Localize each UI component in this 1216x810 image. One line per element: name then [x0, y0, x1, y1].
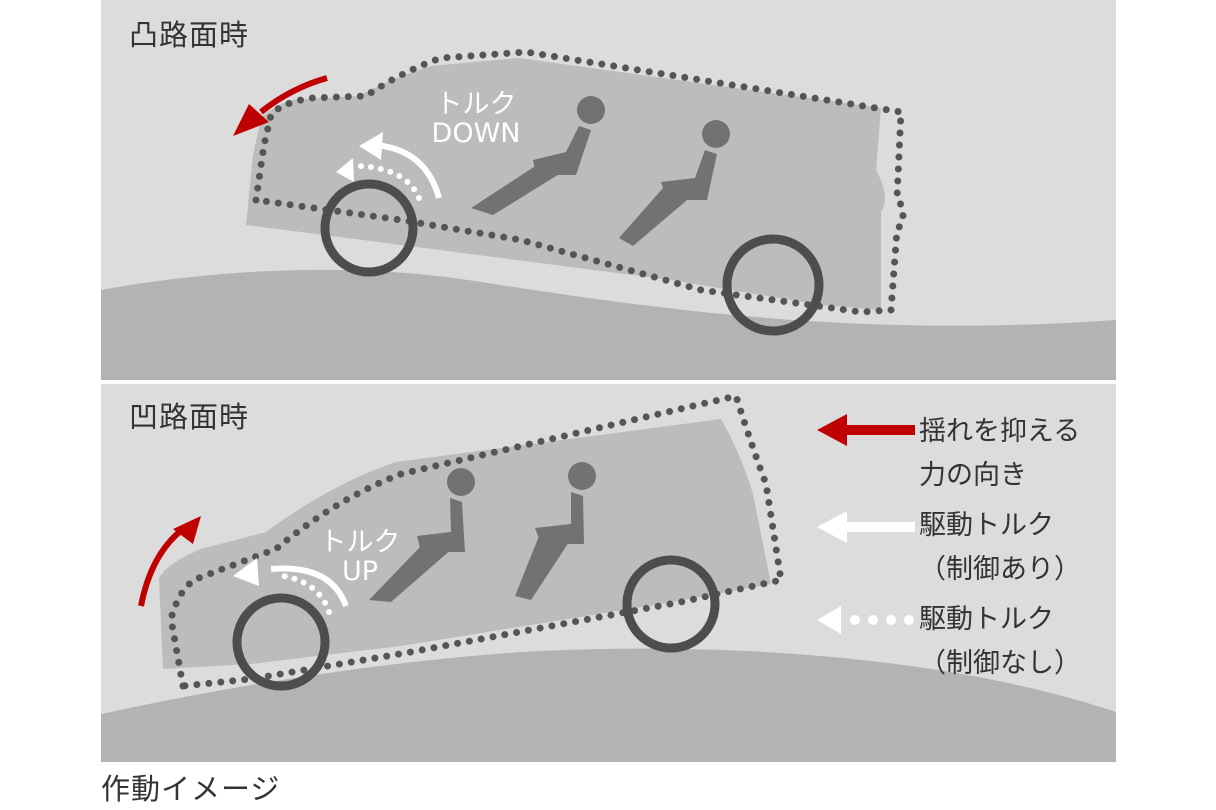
vehicle-body — [159, 419, 771, 669]
front-wheel — [320, 179, 418, 277]
bump-road-illustration — [101, 48, 1116, 380]
torque-uncontrolled-arrow — [280, 573, 332, 615]
dip-road-panel: 凹路面時 トルク UP 揺れを抑える 力の向き 駆動トルク （制御あり） 駆動ト… — [101, 384, 1116, 762]
legend-item-torque-controlled: 駆動トルク （制御あり） — [919, 504, 1081, 592]
legend-line2: （制御あり） — [919, 554, 1081, 585]
front-wheel — [232, 593, 330, 691]
panel-title: 凸路面時 — [129, 18, 250, 52]
legend-line1: 駆動トルク — [919, 604, 1054, 635]
rear-passenger — [619, 120, 730, 246]
torque-label-line2: UP — [341, 556, 379, 587]
dip-road-illustration — [101, 391, 1116, 762]
figure-caption: 作動イメージ — [101, 772, 281, 806]
legend-line1: 揺れを抑える — [919, 416, 1081, 447]
torque-up-label: トルク UP — [295, 528, 425, 586]
torque-down-label: トルク DOWN — [411, 90, 541, 148]
white-dotted-arrow-icon — [817, 606, 914, 634]
red-arrow-icon — [817, 414, 915, 446]
torque-label-line1: トルク — [319, 527, 401, 558]
legend-line2: （制御なし） — [919, 648, 1081, 679]
uncontrolled-vehicle-outline — [167, 391, 785, 690]
legend-item-torque-uncontrolled: 駆動トルク （制御なし） — [919, 598, 1081, 686]
front-passenger — [369, 468, 475, 602]
rear-passenger — [515, 462, 596, 600]
torque-controlled-arrow — [233, 558, 349, 608]
ground — [101, 269, 1116, 380]
rear-wheel — [622, 555, 720, 653]
panel-title: 凹路面時 — [129, 400, 250, 434]
torque-label-line2: DOWN — [431, 118, 521, 149]
torque-label-line1: トルク — [435, 89, 517, 120]
front-passenger — [471, 96, 605, 215]
legend-item-control-force: 揺れを抑える 力の向き — [919, 410, 1080, 498]
rear-wheel — [722, 234, 824, 336]
torque-controlled-arrow — [359, 132, 442, 199]
ground — [101, 648, 1116, 762]
torque-uncontrolled-arrow — [336, 158, 422, 201]
white-solid-arrow-icon — [817, 511, 915, 543]
control-force-arrow — [233, 75, 328, 136]
legend-line2: 力の向き — [919, 460, 1027, 491]
vehicle-body — [246, 58, 885, 310]
control-force-arrow — [138, 516, 201, 607]
legend-line1: 駆動トルク — [919, 510, 1054, 541]
bump-road-panel: 凸路面時 トルク DOWN — [101, 0, 1116, 380]
uncontrolled-vehicle-outline — [252, 48, 907, 316]
